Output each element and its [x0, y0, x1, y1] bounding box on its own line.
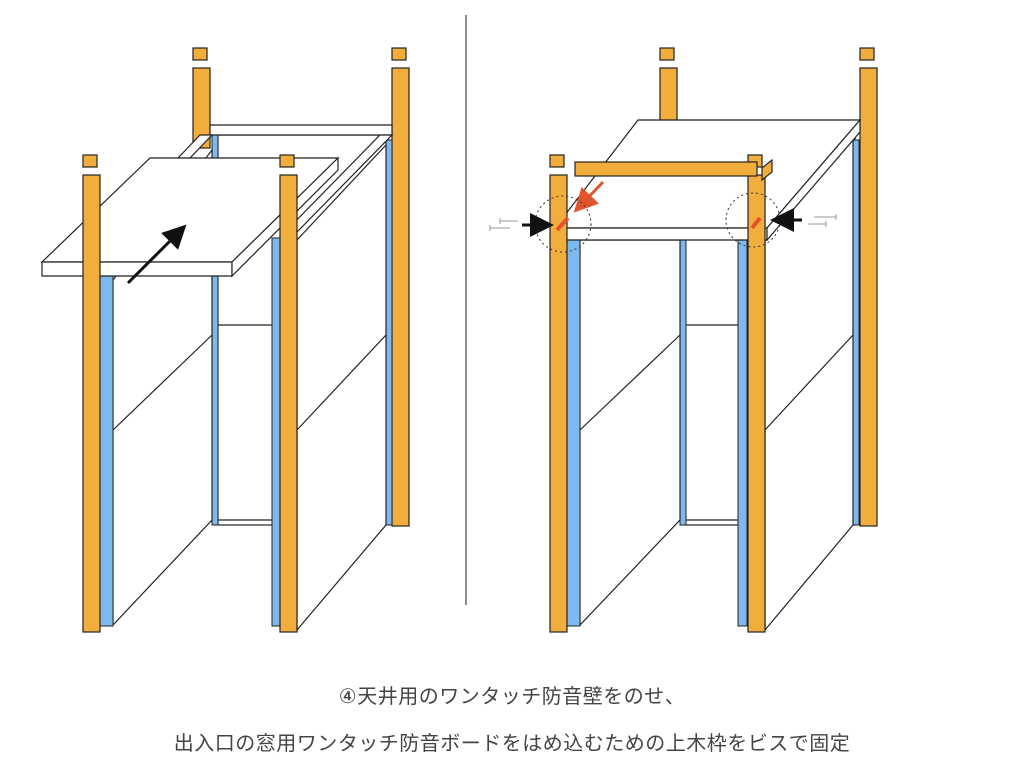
screw-icon — [808, 214, 837, 227]
red-arrow-icon — [573, 180, 605, 213]
left-side-wall — [579, 239, 681, 627]
back-right-post — [391, 47, 410, 527]
front-left-post — [549, 154, 568, 633]
screw-icon — [489, 218, 518, 231]
left-step-frame — [40, 47, 410, 633]
back-left-post — [659, 47, 678, 129]
screw-mark — [750, 216, 762, 230]
screw-mark — [555, 216, 570, 232]
front-left-post — [82, 154, 101, 633]
front-right-post — [279, 154, 298, 633]
top-frame-back — [209, 124, 393, 136]
back-left-post — [192, 47, 211, 149]
insert-arrow-icon — [126, 224, 187, 285]
caption-line-1: ④天井用のワンタッチ防音壁をのせ、 — [338, 684, 686, 708]
detail-circle — [534, 195, 592, 253]
right-step-frame — [489, 47, 878, 633]
caption-line-2: 出入口の窓用ワンタッチ防音ボードをはめ込むための上木枠をビスで固定 — [173, 731, 851, 755]
upper-wood-frame — [574, 161, 758, 177]
back-right-post — [859, 47, 878, 527]
